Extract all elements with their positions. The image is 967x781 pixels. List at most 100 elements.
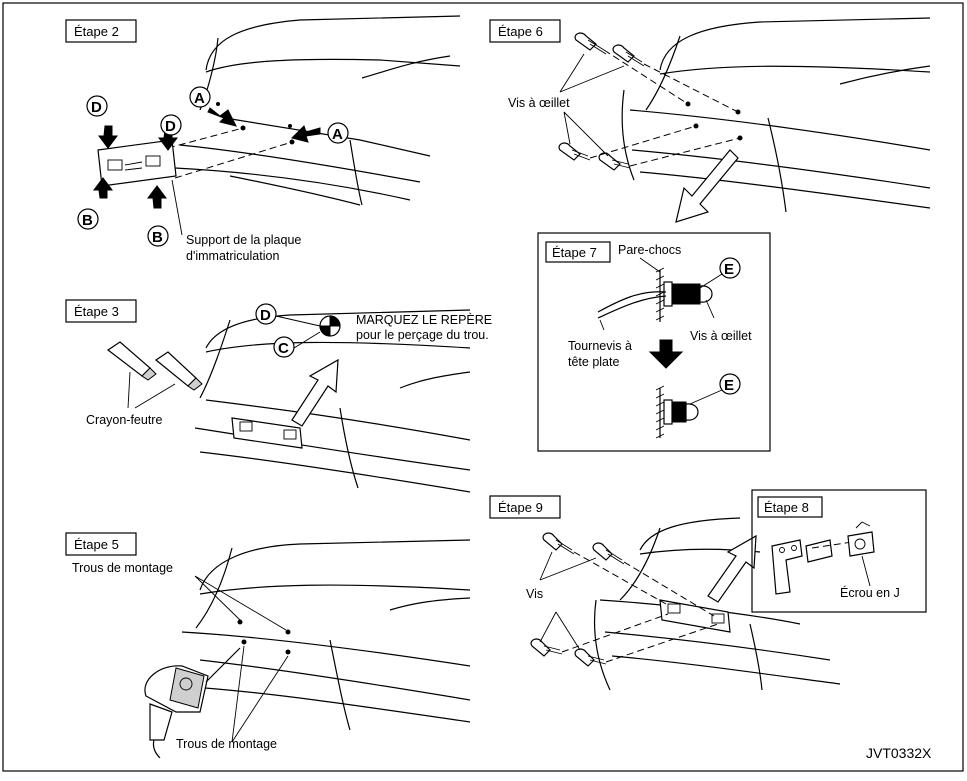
step9-arrow	[707, 534, 757, 603]
step2-bumper-top	[224, 117, 431, 157]
step-2-label: Étape 2	[74, 24, 119, 39]
step6-bumper-mid	[631, 149, 931, 189]
step9-bumper-mid	[604, 631, 831, 661]
support-label-2: d'immatriculation	[186, 249, 279, 263]
step3-bumper-low	[199, 451, 471, 493]
step-7-frame	[537, 232, 771, 452]
vis-oeillet-label: Vis à œillet	[508, 96, 570, 110]
step-3-label: Étape 3	[74, 304, 119, 319]
svg-text:A: A	[194, 90, 205, 107]
screwdriver-shaft	[597, 291, 667, 313]
step6-dash	[589, 49, 741, 167]
step5-bumper-top	[181, 631, 471, 667]
eye-bolt-2	[612, 44, 645, 67]
panel-step-7: Étape 7 Pare-chocs E Vis à œillet Tourne…	[537, 232, 771, 452]
marker-pen-2	[154, 351, 203, 391]
step2-callout-b2	[147, 225, 169, 247]
screw-1	[542, 532, 575, 555]
step5-bumper-mid	[199, 659, 471, 701]
step2-hole-4	[288, 124, 292, 128]
step2-callout-d1	[86, 95, 108, 117]
step2-hole-3	[216, 102, 220, 106]
step-8-label: Étape 8	[764, 500, 809, 515]
figure-code: JVT0332X	[866, 745, 932, 761]
step2-headlight	[361, 55, 451, 79]
step3-bumper-mid	[194, 427, 471, 471]
svg-text:E: E	[724, 377, 734, 394]
step5-hole-4	[285, 649, 291, 655]
step2-dash-1	[167, 127, 244, 149]
marker-pen-1	[106, 341, 157, 381]
step5-bumper-side	[329, 639, 351, 731]
mark-label-2: pour le perçage du trou.	[356, 328, 489, 342]
step2-arrow-a2	[291, 125, 321, 143]
step-5-label: Étape 5	[74, 537, 119, 552]
step2-dash-2	[174, 141, 293, 179]
mark-symbol-fill	[319, 315, 341, 337]
step2-arrow-b2	[147, 185, 167, 209]
vis-label: Vis	[526, 587, 543, 601]
pare-chocs-label: Pare-chocs	[618, 243, 681, 257]
step7-callout-e1	[719, 257, 741, 279]
step5-bumper-low	[204, 687, 471, 723]
step3-bumper-side	[339, 407, 359, 489]
step9-hood-top	[639, 517, 741, 551]
step6-bumper-side	[767, 117, 787, 213]
svg-text:B: B	[152, 229, 163, 246]
step6-bumper-top	[629, 109, 931, 151]
step2-bumper-mid	[179, 144, 421, 183]
step2-leader-support	[171, 179, 183, 236]
license-plate-bracket	[97, 139, 177, 187]
svg-text:D: D	[91, 99, 102, 116]
step3-fender	[199, 319, 231, 399]
support-label-1: Support de la plaque	[186, 233, 301, 247]
svg-text:D: D	[260, 307, 271, 324]
step6-bumper-left	[621, 89, 635, 181]
step5-leader-top	[194, 575, 287, 631]
step2-callout-a1	[189, 86, 211, 108]
step-8-frame	[751, 489, 927, 613]
drill	[144, 647, 241, 759]
step-7-box	[545, 241, 611, 263]
svg-text:B: B	[82, 212, 93, 229]
step5-headlight	[389, 597, 471, 611]
step5-hood-line	[199, 584, 471, 595]
step-6-box	[489, 19, 561, 43]
svg-text:C: C	[278, 340, 289, 357]
step-3-box	[65, 299, 137, 323]
step5-hole-3	[241, 639, 247, 645]
step3-callout-c	[273, 336, 295, 358]
step-9-box	[489, 495, 561, 519]
step2-hole-1	[240, 125, 246, 131]
step6-leaders	[559, 53, 625, 157]
step2-grille	[229, 175, 361, 206]
step3-hood-line	[205, 341, 471, 353]
step2-callout-d2	[160, 114, 182, 136]
step9-leaders	[539, 551, 597, 651]
step8-plate-edge	[805, 539, 833, 563]
step3-callout-d	[255, 303, 277, 325]
step3-plate	[231, 417, 303, 449]
screw-4	[574, 648, 607, 667]
step6-hood-line	[659, 65, 931, 75]
step-2-box	[65, 19, 137, 43]
j-nut	[847, 521, 875, 557]
step9-bumper-left	[593, 599, 611, 691]
step2-hood-line	[205, 58, 461, 73]
ecrou-label: Écrou en J	[840, 585, 900, 600]
step2-arrow-a1	[207, 107, 237, 127]
step3-headlight	[399, 371, 471, 389]
panel-step-9: Étape 9 Vis	[489, 495, 841, 691]
screw-2	[592, 542, 625, 565]
step5-hood-top	[199, 539, 471, 591]
step6-hood-top	[659, 17, 931, 71]
step5-hole-1	[237, 619, 243, 625]
step2-arrow-d1	[98, 125, 118, 149]
screw-3	[530, 638, 563, 657]
step2-arrow-b1	[93, 177, 113, 199]
step-8-box	[757, 496, 823, 518]
step6-headlight	[839, 65, 931, 85]
eye-bolt-4	[598, 152, 631, 171]
